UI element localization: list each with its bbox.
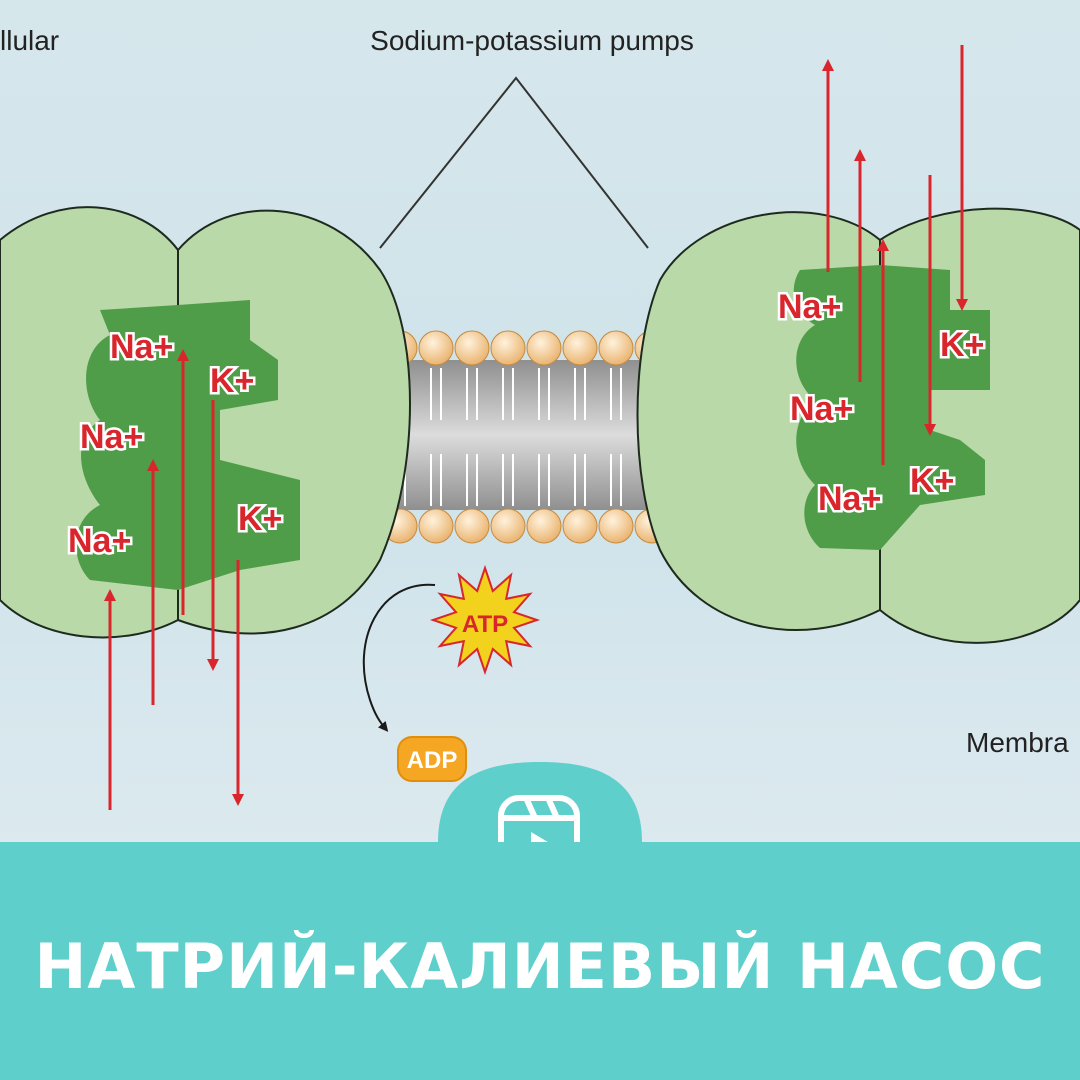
phospholipid-head-top [598,330,634,366]
lipid-tail [466,454,478,506]
lipid-tail [466,368,478,420]
phospholipid-head-bottom [526,508,562,544]
caption-bar [0,842,1080,1080]
lipid-tail [502,454,514,506]
caption-title: НАТРИЙ-КАЛИЕВЫЙ НАСОС [34,930,1046,1003]
right-k-label-1: K+ [940,326,984,364]
extracellular-label: llular [0,25,59,56]
adp-pill [397,736,467,782]
left-k-label-1: K+ [210,362,254,400]
phospholipid-head-top [562,330,598,366]
right-pump: Na+ Na+ Na+ K+ K+ [636,45,1080,644]
left-na-label-2: Na+ [80,418,143,456]
phospholipid-head-bottom [598,508,634,544]
lipid-tail [502,368,514,420]
phospholipid-head-bottom [490,508,526,544]
phospholipid-head-bottom [418,508,454,544]
lipid-tail [574,368,586,420]
left-pump-channel-k [178,300,300,590]
right-na-label-1: Na+ [778,288,841,326]
right-k-label-2: K+ [910,462,954,500]
left-na-label-1: Na+ [110,328,173,366]
right-na-label-2: Na+ [790,390,853,428]
lipid-tail [430,368,442,420]
lipid-tail [538,454,550,506]
lipid-tail [574,454,586,506]
right-pump-channel-k [880,265,990,550]
lipid-bilayer [380,330,680,544]
lipid-tail [538,368,550,420]
right-pump-channel-na [793,265,880,550]
phospholipid-head-top [418,330,454,366]
reels-tab [438,762,642,842]
phospholipid-head-top [490,330,526,366]
atp-label: ATP [462,611,508,638]
phospholipid-head-bottom [454,508,490,544]
membrane-label: Membra [966,727,1069,758]
left-k-label-2: K+ [238,500,282,538]
lipid-tail [610,368,622,420]
left-pump: Na+ Na+ Na+ K+ K+ [0,206,411,810]
lipid-tail [430,454,442,506]
left-na-label-3: Na+ [68,522,131,560]
adp-label: ADP [407,747,458,774]
pumps-pointer-lines [379,76,649,249]
bilayer-core [380,360,680,510]
phospholipid-heads-bottom [382,508,670,544]
atp-star-icon [429,564,541,676]
pumps-title-label: Sodium-potassium pumps [370,25,694,56]
phospholipid-head-bottom [562,508,598,544]
phospholipid-head-top [454,330,490,366]
phospholipid-head-top [526,330,562,366]
atp-to-adp-arrow [362,583,436,732]
atp-burst: ATP [429,564,541,676]
lipid-tail [610,454,622,506]
adp-badge: ADP [397,736,467,782]
right-na-label-3: Na+ [818,480,881,518]
